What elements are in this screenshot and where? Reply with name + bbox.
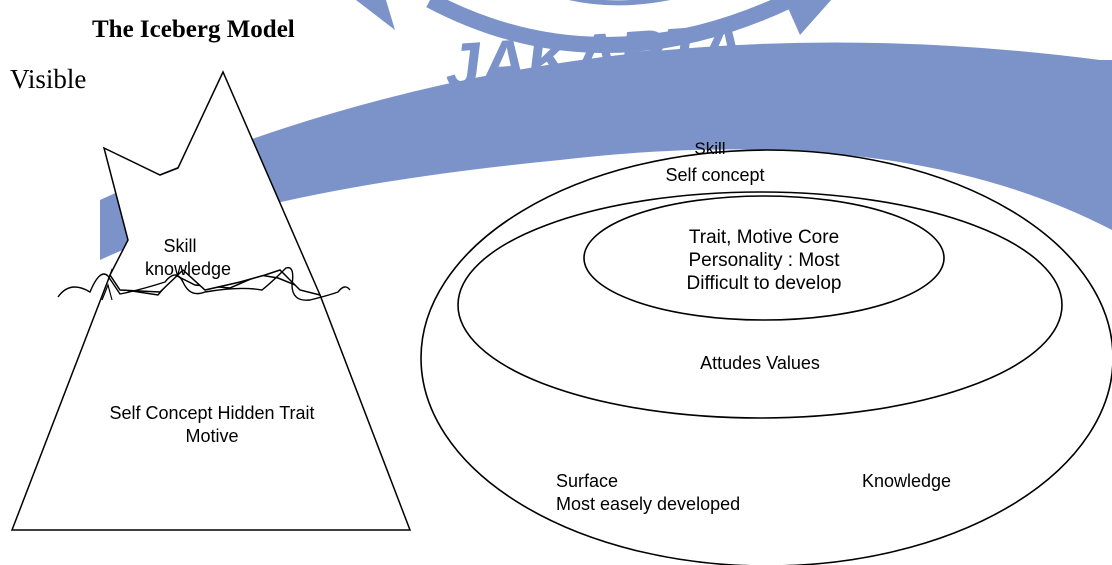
attitudes-values-label: Attudes Values — [700, 353, 820, 373]
visible-label: Visible — [10, 64, 87, 94]
surface-label: Surface — [556, 471, 619, 491]
watermark-emblem — [356, 0, 832, 53]
core-circle — [583, 195, 945, 321]
core-line3: Difficult to develop — [686, 273, 842, 294]
outer-skill-label: Skill — [694, 139, 726, 158]
iceberg-hidden-line1: Self Concept Hidden Trait — [109, 403, 315, 423]
waterline — [57, 266, 351, 301]
iceberg-knowledge-label: knowledge — [145, 259, 232, 279]
core-line1: Trait, Motive Core — [688, 227, 840, 248]
knowledge-label: Knowledge — [862, 471, 952, 491]
page-title: The Iceberg Model — [92, 16, 295, 43]
iceberg-skill-label: Skill — [163, 236, 197, 256]
self-concept-label: Self concept — [665, 165, 765, 185]
watermark-arc — [100, 42, 1112, 260]
core-line2: Personality : Most — [688, 250, 840, 271]
iceberg-hidden-line2: Motive — [185, 426, 239, 446]
iceberg-shape — [10, 70, 412, 531]
surface-sub-label: Most easely developed — [556, 494, 741, 514]
